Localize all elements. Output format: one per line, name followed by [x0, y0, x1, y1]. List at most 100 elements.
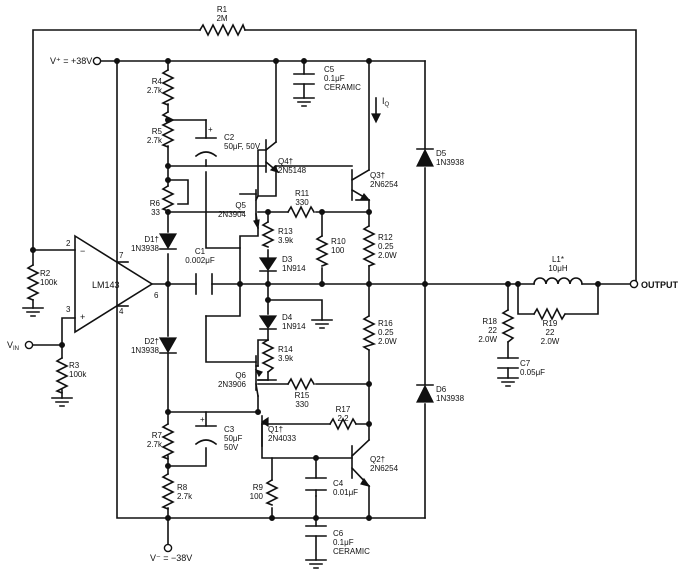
resistor-r7 [161, 422, 175, 461]
transistor-q5 [253, 189, 260, 230]
resistor-r9 [265, 478, 279, 507]
resistor-r14 [261, 338, 275, 374]
svg-text:+: + [200, 415, 205, 424]
capacitor-c7 [497, 357, 519, 369]
resistor-r13 [261, 220, 275, 249]
transistor-q1 [260, 415, 269, 447]
vplus-label: V⁺ = +38V [50, 56, 92, 66]
wires [32, 29, 637, 561]
iq-label: IQ [382, 96, 390, 108]
diode-d2 [158, 337, 178, 354]
vminus-terminal [163, 543, 173, 553]
label-q2: Q2†2N6254 [370, 455, 399, 473]
vplus-terminal [92, 56, 102, 66]
op-amp-pin6: 6 [154, 291, 159, 300]
op-amp-pin3: 3 [66, 305, 71, 314]
resistor-r12 [362, 224, 376, 268]
resistor-r17 [328, 417, 358, 431]
resistor-r19 [532, 307, 567, 321]
svg-text:+: + [208, 125, 213, 134]
transistors [253, 139, 371, 488]
resistor-r1 [198, 23, 247, 37]
diode-d3 [258, 257, 278, 272]
terminals [24, 56, 639, 553]
output-label: OUTPUT [641, 280, 679, 290]
op-amp-pin2: 2 [66, 239, 71, 248]
label-l1: L1*10μH [548, 255, 568, 273]
capacitor-c1 [195, 273, 213, 295]
resistors [26, 23, 567, 511]
label-q3: Q3†2N6254 [370, 171, 399, 189]
resistor-r8 [161, 472, 175, 511]
resistor-r5 [161, 110, 175, 149]
capacitors: + + [194, 73, 519, 537]
transistor-q6 [254, 355, 263, 397]
op-amp-pin4: 4 [119, 307, 124, 316]
diode-d1 [158, 233, 178, 250]
resistor-r4 [161, 68, 175, 107]
label-d2: D2†1N3938 [131, 337, 160, 355]
capacitor-c4 [305, 477, 327, 497]
op-amp-lm143: − + LM143 2 3 7 4 6 [66, 234, 159, 334]
transistor-q4 [264, 139, 280, 174]
op-amp-pin7: 7 [119, 251, 124, 260]
transistor-q3 [350, 168, 371, 202]
capacitor-c2: + [194, 125, 218, 158]
supply-labels: V⁺ = +38V V⁻ = −38V VIN OUTPUT IQ [7, 56, 679, 563]
resistor-r2 [26, 263, 40, 302]
label-q4: Q4†2N5148 [278, 157, 307, 175]
diode-d5 [416, 148, 434, 167]
resistor-r11 [286, 205, 316, 219]
output-terminal [629, 279, 639, 289]
junction-dots [30, 57, 601, 521]
vminus-label: V⁻ = −38V [150, 553, 192, 563]
vin-label: VIN [7, 340, 19, 352]
resistor-r16 [362, 314, 377, 352]
op-amp-plus-sign: + [80, 312, 85, 322]
vin-terminal [24, 340, 34, 350]
inductor-l1 [533, 277, 583, 285]
diode-d6 [416, 384, 434, 403]
ground-symbols [22, 97, 519, 569]
capacitor-c6 [305, 525, 327, 537]
resistor-r3 [55, 356, 69, 395]
resistor-r10 [315, 234, 329, 268]
diodes [158, 148, 434, 403]
diode-d4 [258, 315, 278, 330]
capacitor-c5 [293, 73, 315, 85]
resistor-r18 [501, 308, 515, 344]
quiescent-current-arrow [371, 97, 381, 124]
resistor-r6 [161, 184, 175, 213]
op-amp-minus-sign: − [80, 246, 85, 256]
label-q1: Q1†2N4033 [268, 425, 297, 443]
